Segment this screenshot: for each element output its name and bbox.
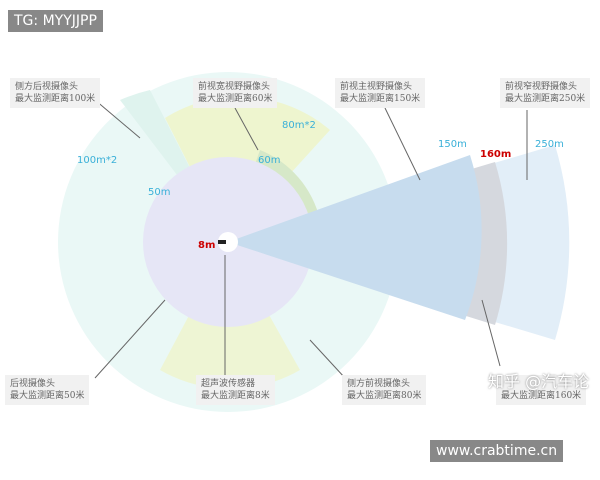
- dist-60: 60m: [258, 155, 281, 166]
- label-side-front: 侧方前视摄像头 最大监测距离80米: [342, 375, 427, 405]
- label-side-rear: 侧方后视摄像头 最大监测距离100米: [10, 78, 101, 108]
- ultrasonic-coverage: [218, 232, 238, 252]
- label-radar: 最大监测距离160米: [496, 375, 587, 405]
- car-icon: [218, 240, 226, 244]
- top-tag: TG: MYYJJPP: [8, 10, 103, 32]
- label-rear: 后视摄像头 最大监测距离50米: [5, 375, 90, 405]
- label-front-narrow: 前视窄视野摄像头 最大监测距离250米: [500, 78, 591, 108]
- dist-50: 50m: [148, 187, 171, 198]
- dist-150: 150m: [438, 139, 467, 150]
- front-main-coverage: [228, 155, 482, 320]
- dist-80: 80m*2: [282, 120, 316, 131]
- label-ultrasonic: 超声波传感器 最大监测距离8米: [196, 375, 275, 405]
- watermark: 知乎 @汽车论: [488, 372, 590, 391]
- label-front-wide: 前视宽视野摄像头 最大监测距离60米: [193, 78, 278, 108]
- dist-100: 100m*2: [77, 155, 118, 166]
- bottom-tag: www.crabtime.cn: [430, 440, 564, 462]
- dist-250: 250m: [535, 139, 564, 150]
- label-front-main: 前视主视野摄像头 最大监测距离150米: [335, 78, 426, 108]
- dist-160: 160m: [480, 149, 512, 160]
- dist-8: 8m: [198, 240, 216, 251]
